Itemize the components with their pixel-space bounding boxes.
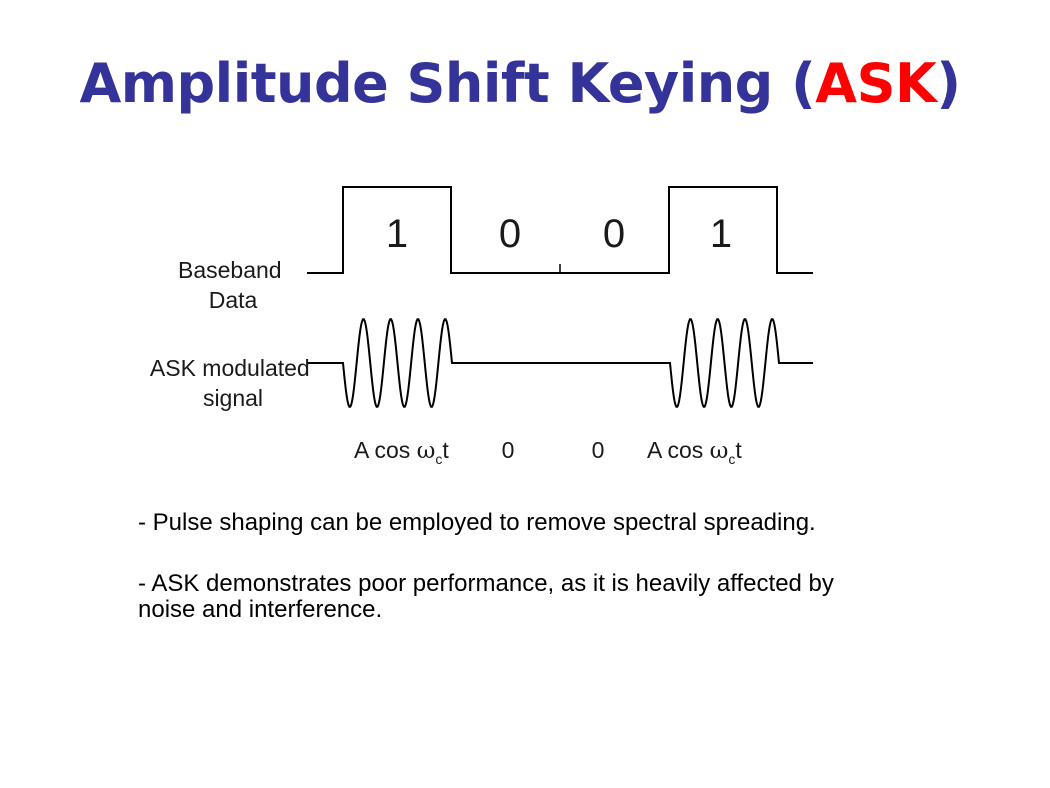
title-accent: ASK <box>815 52 937 115</box>
bullet-item: - Pulse shaping can be employed to remov… <box>138 509 816 536</box>
baseband-label-line: Baseband <box>178 257 282 283</box>
title-close: ) <box>936 52 961 115</box>
omega-subscript: c <box>435 451 442 467</box>
ask-modulated-waveform <box>307 318 813 408</box>
bit-value: 1 <box>386 212 408 256</box>
modulated-label-line: signal <box>203 385 263 411</box>
symbol-label: 0 <box>502 437 515 463</box>
baseband-label-line: Data <box>209 287 258 313</box>
baseband-label: Baseband Data <box>178 257 288 313</box>
symbol-prefix: 0 <box>502 437 515 463</box>
symbol-prefix: A cos <box>647 437 710 463</box>
symbol-prefix: A cos <box>354 437 417 463</box>
omega-subscript: c <box>728 451 735 467</box>
symbol-prefix: 0 <box>592 437 605 463</box>
omega-glyph: ω <box>710 438 729 464</box>
bullet-item: - ASK demonstrates poor performance, as … <box>138 570 834 623</box>
modulated-label: ASK modulated signal <box>150 355 316 411</box>
bullet-list: - Pulse shaping can be employed to remov… <box>138 510 838 658</box>
symbol-label: A cos ωct <box>647 437 742 467</box>
modulated-label-line: ASK modulated <box>150 355 310 381</box>
omega-glyph: ω <box>417 438 436 464</box>
symbol-label: A cos ωct <box>354 437 449 467</box>
bit-value: 0 <box>603 212 625 256</box>
slide-title: Amplitude Shift Keying (ASK) <box>0 52 1040 115</box>
symbol-suffix: t <box>442 437 449 463</box>
bit-value: 1 <box>710 212 732 256</box>
bit-value: 0 <box>499 212 521 256</box>
symbol-label: 0 <box>592 437 605 463</box>
baseband-waveform <box>307 186 813 274</box>
symbol-suffix: t <box>735 437 742 463</box>
title-main: Amplitude Shift Keying ( <box>79 52 816 115</box>
